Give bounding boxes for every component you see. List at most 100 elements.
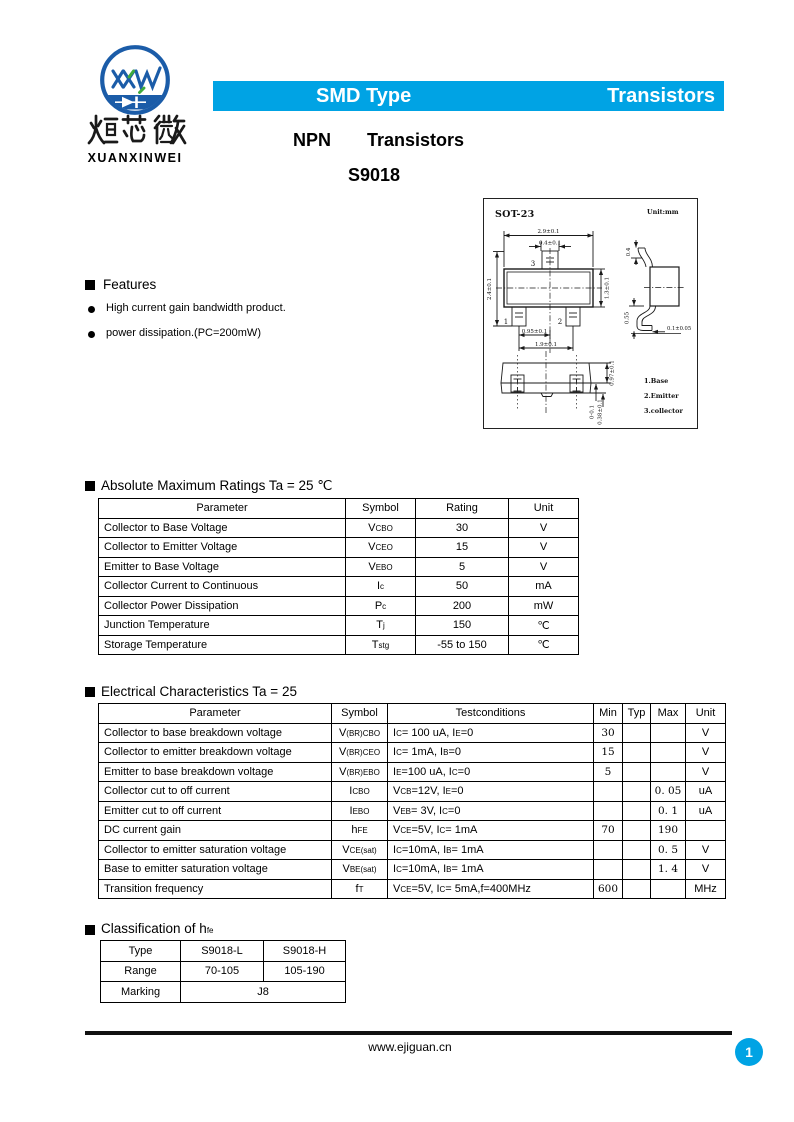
package-drawing-box: SOT-23 Unit:mm: [483, 198, 698, 429]
cell-conditions: IC= 100 uA, IE=0: [387, 722, 594, 743]
heading-transistors: Transistors: [367, 130, 465, 150]
table-header-row: Parameter Symbol Testconditions Min Typ …: [98, 703, 726, 724]
header-banner: SMD Type Transistors: [213, 81, 724, 111]
cell-rating: -55 to 150: [415, 634, 509, 655]
col-typ: Typ: [622, 703, 651, 724]
cell-max: [650, 742, 686, 763]
cell-typ: [622, 859, 651, 880]
cell-min: [593, 859, 623, 880]
abs-max-table: Parameter Symbol Rating Unit Collector t…: [98, 498, 579, 655]
footer-url: www.ejiguan.cn: [368, 1040, 452, 1054]
pin2-label: 2: [558, 318, 562, 326]
banner-transistors: Transistors: [607, 85, 715, 107]
cell-min: 600: [593, 878, 623, 899]
cell-typ: [622, 761, 651, 782]
dim-0-4: 0.4±0.1: [539, 241, 561, 247]
cell-unit: V: [508, 556, 579, 577]
feature-item-1: High current gain bandwidth product.: [106, 302, 286, 314]
col-symbol: Symbol: [345, 498, 416, 519]
cell-unit: mW: [508, 595, 579, 616]
legend-emitter: 2.Emitter: [644, 392, 679, 400]
dim-0-38: 0.38±0.1: [598, 399, 604, 425]
cell-symbol: VCE(sat): [331, 839, 388, 860]
feature-dot-1: [88, 306, 95, 313]
cell-range-h: 105-190: [263, 960, 346, 983]
cell-parameter: Collector Power Dissipation: [98, 595, 346, 616]
cell-symbol: VBE(sat): [331, 859, 388, 880]
cell-parameter: Emitter to Base Voltage: [98, 556, 346, 577]
cell-unit: uA: [685, 781, 726, 802]
cell-parameter: Collector to Emitter Voltage: [98, 537, 346, 558]
cell-min: 70: [593, 820, 623, 841]
company-name-cjk-art: [87, 114, 187, 145]
cell-max: [650, 878, 686, 899]
col-max: Max: [650, 703, 686, 724]
legend-base: 1.Base: [644, 377, 668, 385]
cell-parameter: Collector Current to Continuous: [98, 576, 346, 597]
dim-1-9: 1.9±0.1: [535, 342, 557, 348]
dim-2-4: 2.4±0.1: [487, 278, 493, 300]
cell-min: 5: [593, 761, 623, 782]
feature-item-2: power dissipation.(PC=200mW): [106, 327, 261, 339]
cell-min: [593, 781, 623, 802]
company-name-latin: XUANXINWEI: [87, 151, 183, 165]
cell-rating: 50: [415, 576, 509, 597]
cell-symbol: Ic: [345, 576, 416, 597]
cell-conditions: VCE=5V, IC= 1mA: [387, 820, 594, 841]
cell-typ: [622, 878, 651, 899]
cell-parameter: Collector to Base Voltage: [98, 517, 346, 538]
col-rating: Rating: [415, 498, 509, 519]
cell-parameter: Transition frequency: [98, 878, 332, 899]
cell-symbol: ICBO: [331, 781, 388, 802]
cell-unit: V: [685, 839, 726, 860]
cell-rating: 30: [415, 517, 509, 538]
cls-title: Classification of hfe: [101, 921, 214, 936]
pkg-unit: Unit:mm: [647, 208, 679, 216]
cell-marking-label: Marking: [100, 981, 181, 1003]
cell-conditions: IC= 1mA, IB=0: [387, 742, 594, 763]
cell-rating: 200: [415, 595, 509, 616]
cell-max: 0. 5: [650, 839, 686, 860]
cell-typ: [622, 839, 651, 860]
cell-unit: V: [685, 722, 726, 743]
cell-parameter: Collector to base breakdown voltage: [98, 722, 332, 743]
elec-table: Parameter Symbol Testconditions Min Typ …: [98, 703, 726, 899]
cell-parameter: Collector to emitter saturation voltage: [98, 839, 332, 860]
cell-symbol: hFE: [331, 820, 388, 841]
cell-parameter: Emitter to base breakdown voltage: [98, 761, 332, 782]
cell-unit: V: [685, 859, 726, 880]
heading-npn: NPN: [293, 130, 332, 150]
cell-unit: V: [508, 537, 579, 558]
banner-smd-type: SMD Type: [316, 85, 412, 107]
cell-min: 30: [593, 722, 623, 743]
cell-parameter: DC current gain: [98, 820, 332, 841]
cell-marking-value: J8: [180, 981, 346, 1003]
cell-min: 15: [593, 742, 623, 763]
col-parameter: Parameter: [98, 703, 332, 724]
elec-bullet: [85, 687, 95, 697]
cell-min: [593, 800, 623, 821]
cell-range-l: 70-105: [180, 960, 264, 983]
cell-parameter: Base to emitter saturation voltage: [98, 859, 332, 880]
cell-min: [593, 839, 623, 860]
cell-symbol: Tstg: [345, 634, 416, 655]
dim-2-9: 2.9±0.1: [537, 229, 559, 235]
cell-conditions: IE=100 uA, IC=0: [387, 761, 594, 782]
cell-max: [650, 761, 686, 782]
cell-parameter: Emitter cut to off current: [98, 800, 332, 821]
cell-max: 0. 1: [650, 800, 686, 821]
cell-parameter: Collector cut to off current: [98, 781, 332, 802]
cell-rating: 15: [415, 537, 509, 558]
cell-type-l: S9018-L: [180, 940, 264, 962]
cell-max: 1. 4: [650, 859, 686, 880]
cell-unit: mA: [508, 576, 579, 597]
